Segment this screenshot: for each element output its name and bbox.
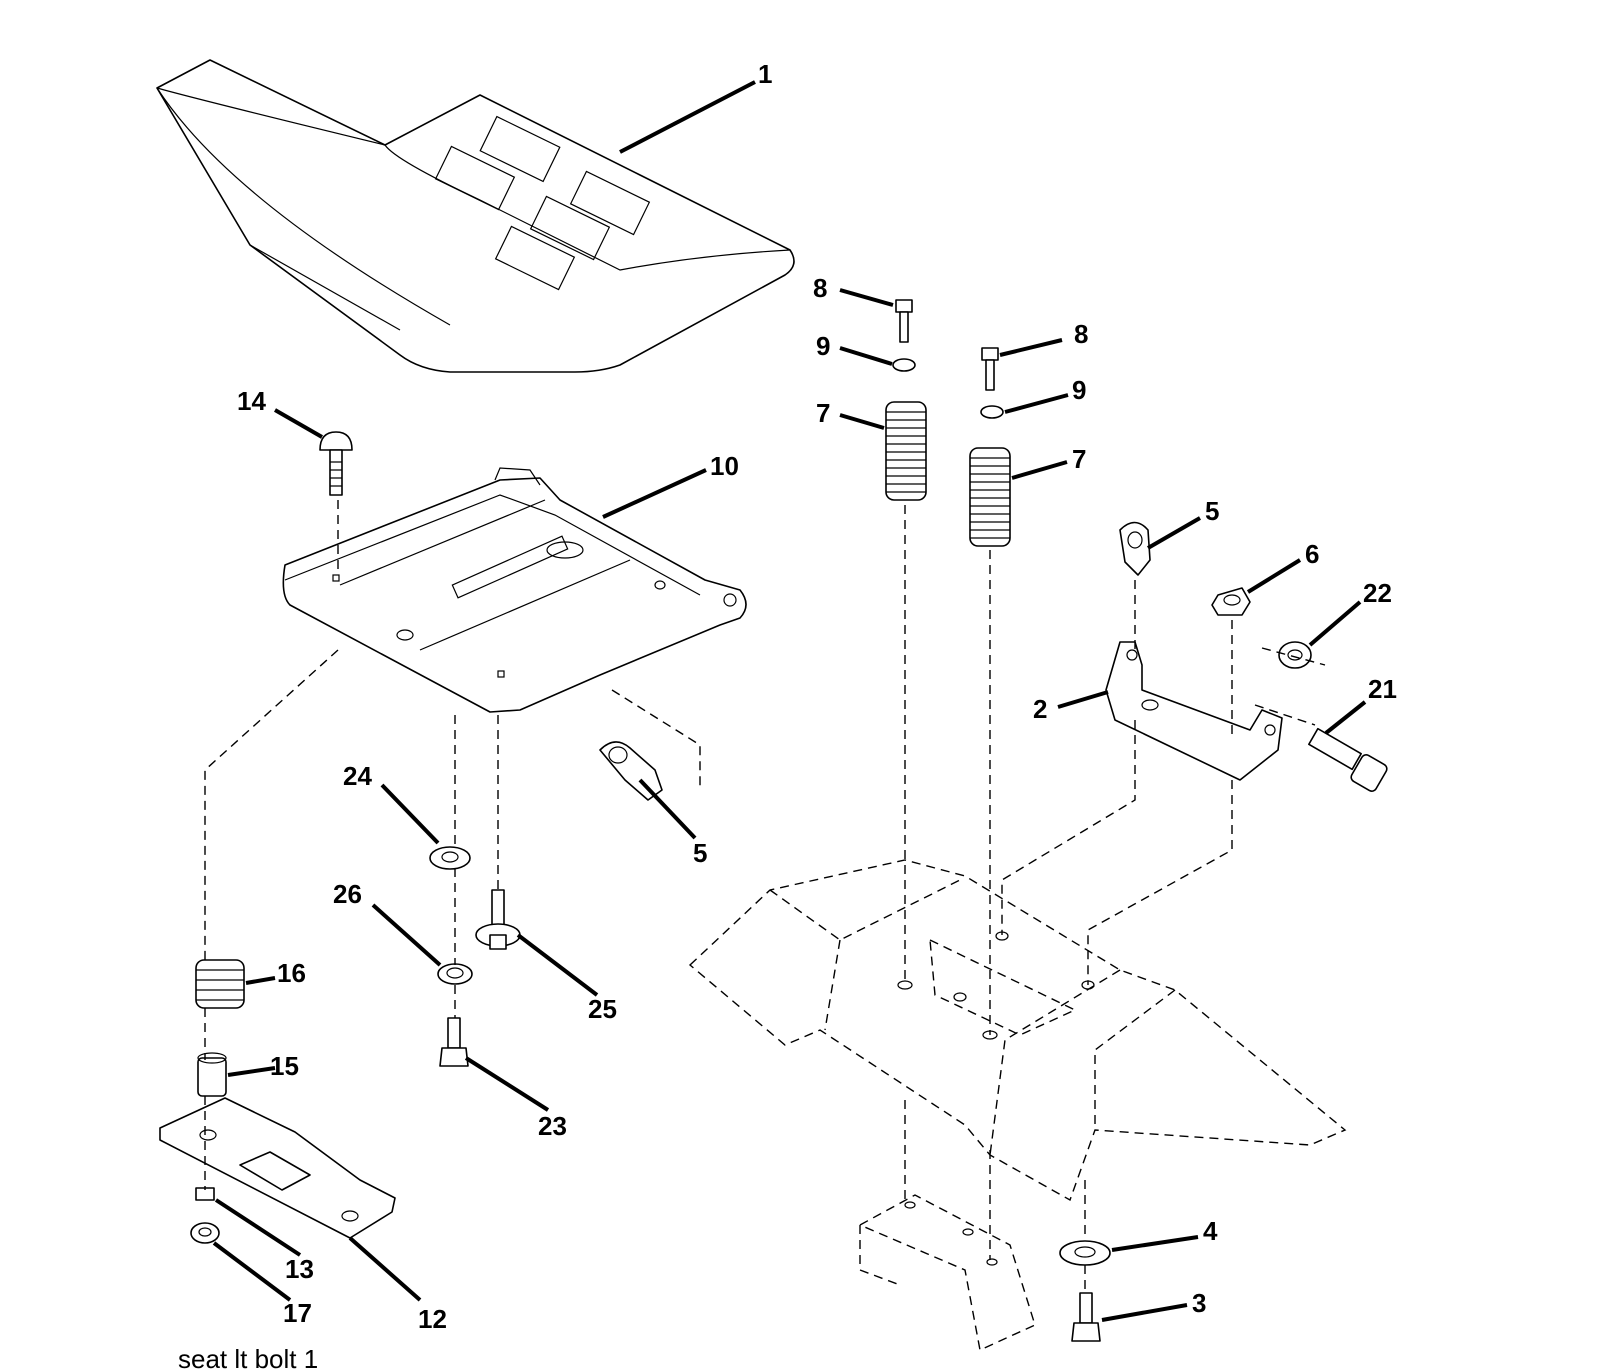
- callout-21: 21: [1368, 674, 1397, 704]
- callout-24: 24: [343, 761, 372, 791]
- callouts: 1 8 8 9 9 7 7 14 10 5 5 6 22 21 2 24 26 …: [237, 59, 1397, 1334]
- flange-nut: [1278, 641, 1312, 669]
- diagram-caption: seat lt bolt 1: [178, 1344, 318, 1371]
- bracket: [1105, 641, 1283, 781]
- callout-13: 13: [285, 1254, 314, 1284]
- callout-26: 26: [333, 879, 362, 909]
- callout-3: 3: [1192, 1288, 1206, 1318]
- hex-bolt-bottom: [1071, 1292, 1101, 1342]
- flange-nut-small: [190, 1222, 220, 1244]
- assembly-lines: [204, 500, 1326, 1293]
- seat: [156, 59, 795, 373]
- shoulder-bolt: [1308, 727, 1388, 792]
- callout-25: 25: [588, 994, 617, 1024]
- callout-14: 14: [237, 386, 266, 416]
- callout-1: 1: [758, 59, 772, 89]
- spring-right: [969, 447, 1011, 547]
- cable-clip-right: [1119, 521, 1151, 576]
- callout-6: 6: [1305, 539, 1319, 569]
- callout-9-left: 9: [816, 331, 830, 361]
- lock-nut: [1211, 587, 1251, 616]
- flat-washer-large: [1059, 1240, 1111, 1266]
- shoulder-screw: [475, 889, 521, 950]
- flat-washer: [429, 846, 471, 870]
- callout-5-left: 5: [693, 838, 707, 868]
- callout-23: 23: [538, 1111, 567, 1141]
- seat-pan: [282, 467, 747, 713]
- hex-bolt-right: [981, 347, 999, 391]
- spacer: [197, 1052, 227, 1097]
- washer-left: [892, 358, 916, 372]
- callout-8-right: 8: [1074, 319, 1088, 349]
- callout-4: 4: [1203, 1216, 1218, 1246]
- callout-15: 15: [270, 1051, 299, 1081]
- callout-17: 17: [283, 1298, 312, 1328]
- callout-7-right: 7: [1072, 444, 1086, 474]
- hex-screw: [439, 1017, 469, 1067]
- callout-10: 10: [710, 451, 739, 481]
- callout-2: 2: [1033, 694, 1047, 724]
- callout-22: 22: [1363, 578, 1392, 608]
- spring-left: [885, 401, 927, 501]
- callout-5-right: 5: [1205, 496, 1219, 526]
- carriage-bolt: [319, 431, 353, 496]
- spring-small: [195, 959, 245, 1009]
- leader-lines: [212, 80, 1367, 1322]
- callout-7-left: 7: [816, 398, 830, 428]
- fender-frame: [688, 859, 1347, 1352]
- mounting-plate: [159, 1097, 396, 1239]
- hex-bolt-left: [895, 299, 913, 343]
- callout-16: 16: [277, 958, 306, 988]
- callout-9-right: 9: [1072, 375, 1086, 405]
- lock-washer: [437, 963, 473, 985]
- washer-right: [980, 405, 1004, 419]
- callout-8-left: 8: [813, 273, 827, 303]
- callout-12: 12: [418, 1304, 447, 1334]
